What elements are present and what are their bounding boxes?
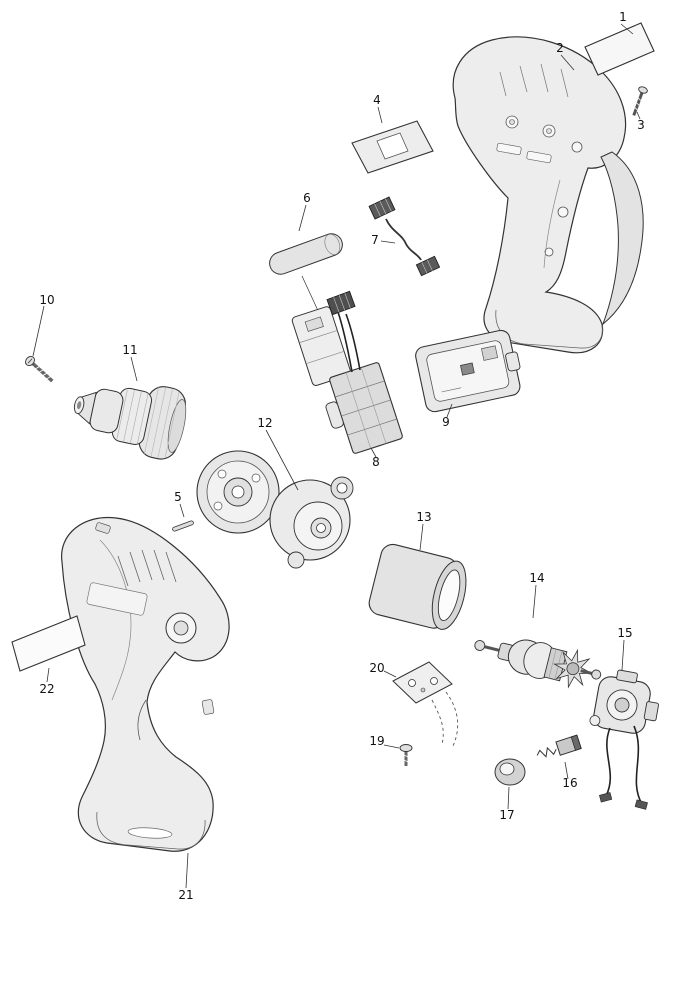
- part-8-switch-assembly: [291, 290, 403, 454]
- part-label-10: 10: [39, 293, 54, 307]
- part-2-rear-housing: [452, 36, 644, 354]
- part-4-cover-plate: [351, 120, 434, 174]
- part-5-pin: [172, 520, 194, 532]
- part-17-bearing: [494, 758, 526, 786]
- switch-body: [325, 362, 403, 454]
- part-label-9: 9: [442, 415, 450, 429]
- part-12-gear-assembly: [196, 450, 354, 569]
- rear-housing-inner-details: [495, 63, 603, 349]
- part-label-15: 15: [617, 626, 632, 640]
- part-14-armature: [474, 639, 602, 689]
- part-label-12: 12: [257, 416, 272, 430]
- part-21-front-housing: [61, 516, 230, 852]
- part-15-end-bracket: [589, 669, 659, 810]
- part-3-screw: [632, 86, 648, 116]
- part-20-contact-plate: [392, 661, 459, 749]
- switch-connector: [326, 290, 356, 316]
- part-10-screw: [25, 355, 54, 383]
- part-label-2: 2: [556, 41, 564, 55]
- chuck-knurling: [116, 387, 180, 459]
- part-label-11: 11: [122, 343, 137, 357]
- part-label-20: 20: [369, 661, 384, 675]
- part-13-motor-yoke: [368, 543, 467, 630]
- part-1-name-plate: [584, 22, 655, 76]
- front-housing-details: [86, 522, 215, 850]
- part-label-7: 7: [371, 233, 379, 247]
- part-label-6: 6: [303, 191, 311, 205]
- part-19-screw: [399, 744, 413, 766]
- part-number-labels: 1 2 3 4 5 6 7 8 9 10 11 12 13 14 15 16 1…: [39, 10, 644, 902]
- part-label-21: 21: [178, 888, 193, 902]
- part-label-14: 14: [529, 571, 544, 585]
- part-6-cylinder: [269, 233, 343, 275]
- part-16-carbon-brush: [536, 734, 582, 758]
- part-label-3: 3: [637, 118, 645, 132]
- part-label-19: 19: [369, 734, 384, 748]
- part-11-drill-chuck: [73, 386, 187, 460]
- part-22-label-plate: [11, 615, 86, 672]
- part-label-8: 8: [372, 455, 380, 469]
- part-label-5: 5: [174, 490, 182, 504]
- part-label-16: 16: [562, 776, 577, 790]
- part-label-22: 22: [39, 682, 54, 696]
- switch-fr-block: [291, 306, 351, 386]
- part-label-17: 17: [499, 808, 514, 822]
- part-7-lead-wire: [368, 196, 441, 277]
- part-label-4: 4: [373, 93, 381, 107]
- part-label-1: 1: [619, 10, 627, 24]
- part-label-13: 13: [416, 510, 431, 524]
- leader-lines: [32, 23, 641, 889]
- part-9-terminal-block: [415, 329, 521, 413]
